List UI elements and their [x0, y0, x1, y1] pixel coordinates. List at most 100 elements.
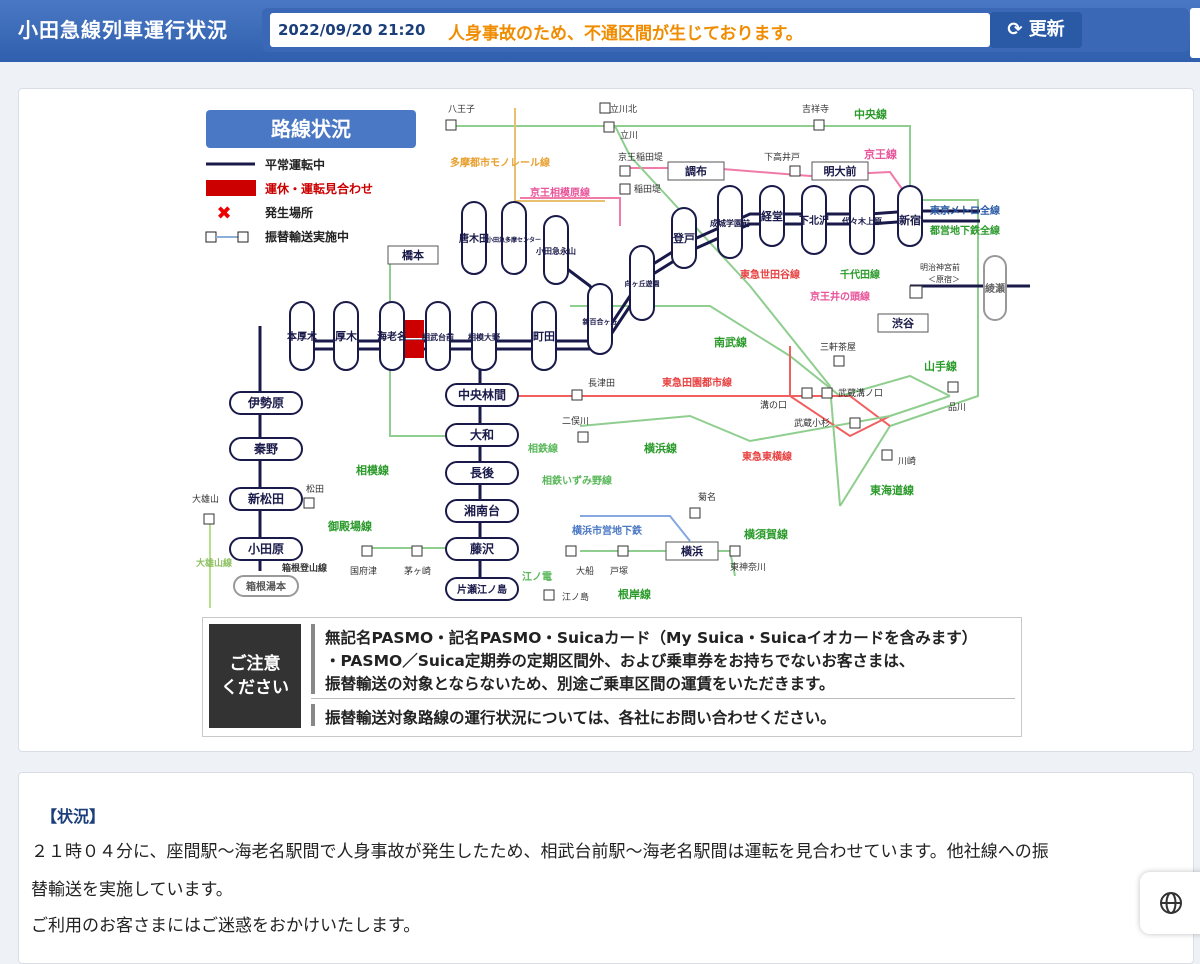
ticker-message: 人身事故のため、不通区間が生じております。 — [448, 24, 803, 44]
svg-text:山手線: 山手線 — [924, 359, 957, 373]
station-shinjuku: 新宿 — [897, 185, 923, 247]
svg-text:海老名: 海老名 — [377, 330, 407, 343]
svg-text:代々木上原: 代々木上原 — [841, 216, 882, 226]
svg-text:厚木: 厚木 — [335, 329, 358, 343]
svg-text:稲田堤: 稲田堤 — [634, 183, 661, 195]
svg-text:相模線: 相模線 — [356, 463, 389, 477]
station-meidaimae: 明大前 — [811, 161, 869, 181]
svg-text:秦野: 秦野 — [253, 441, 278, 456]
svg-text:片瀬江ノ島: 片瀬江ノ島 — [457, 583, 507, 596]
refresh-icon: ⟳ — [1007, 19, 1023, 40]
station-shimokitazawa: 下北沢 — [799, 185, 830, 255]
svg-text:多摩都市モノレール線: 多摩都市モノレール線 — [450, 156, 550, 169]
legend-suspended: 運休・運転見合わせ — [265, 181, 373, 196]
svg-text:調布: 調布 — [685, 164, 707, 178]
station-shin-matsuda: 新松田 — [229, 487, 303, 511]
station-kyodo: 経堂 — [759, 185, 785, 247]
svg-text:相鉄線: 相鉄線 — [528, 442, 558, 455]
svg-text:横須賀線: 横須賀線 — [744, 527, 788, 541]
station-hakone-yumoto: 箱根湯本 — [233, 575, 299, 597]
notice-line-2: ・PASMO／Suica定期券の定期区間外、および乗車券をお持ちでないお客さまは… — [325, 652, 915, 670]
station-pills: 新宿 代々木上原 下北沢 経堂 成城学園前 登戸 向ヶ丘遊園 新百合ヶ丘 小田急… — [287, 185, 1007, 371]
toyoko-path — [789, 346, 891, 438]
notice-bar — [311, 704, 315, 726]
yokohama-line-path — [570, 305, 951, 398]
incident-icon: ✖ — [216, 203, 231, 224]
svg-text:東急世田谷線: 東急世田谷線 — [740, 268, 800, 281]
svg-text:中央林間: 中央林間 — [458, 387, 506, 402]
svg-text:東京メトロ全線: 東京メトロ全線 — [930, 204, 1000, 217]
subway-path — [580, 515, 691, 542]
svg-text:品川: 品川 — [948, 402, 966, 413]
station-hashimoto: 橋本 — [387, 245, 439, 265]
svg-text:三軒茶屋: 三軒茶屋 — [820, 341, 856, 353]
station-noborito: 登戸 — [671, 207, 697, 269]
svg-text:横浜: 横浜 — [681, 544, 703, 558]
notice-badge-line2: ください — [221, 678, 289, 698]
notice-line-4: 振替輸送対象路線の運行状況については、各社にお問い合わせください。 — [325, 709, 836, 727]
suspended-segment-1 — [404, 320, 424, 338]
svg-text:大雄山: 大雄山 — [192, 493, 219, 505]
svg-text:渋谷: 渋谷 — [892, 316, 915, 330]
station-hon-atsugi: 本厚木 — [287, 301, 318, 371]
station-ayase: 綾瀬 — [983, 255, 1007, 321]
station-katase-enoshima: 片瀬江ノ島 — [445, 577, 519, 601]
ticker-timestamp: 2022/09/20 21:20 — [278, 21, 426, 39]
svg-text:京王井の頭線: 京王井の頭線 — [810, 290, 870, 303]
notice-bar — [311, 624, 315, 694]
legend-incident: 発生場所 — [264, 205, 313, 220]
status-text-2: 替輸送を実施しています。 — [31, 880, 233, 900]
legend-suspended-swatch — [206, 180, 256, 196]
svg-text:京王相模原線: 京王相模原線 — [530, 186, 590, 199]
svg-text:吉祥寺: 吉祥寺 — [802, 103, 829, 115]
station-ebina: 海老名 — [377, 301, 407, 371]
svg-text:成城学園前: 成城学園前 — [710, 218, 750, 228]
station-chuo-rinkan: 中央林間 — [445, 383, 519, 407]
notice-badge: ご注意ください — [209, 624, 301, 728]
svg-text:東海道線: 東海道線 — [870, 483, 914, 497]
svg-text:東急東横線: 東急東横線 — [742, 450, 792, 463]
svg-text:東急田園都市線: 東急田園都市線 — [662, 376, 732, 389]
svg-text:千代田線: 千代田線 — [840, 268, 880, 281]
station-hadano: 秦野 — [229, 437, 303, 461]
legend-normal: 平常運転中 — [265, 157, 325, 172]
svg-text:菊名: 菊名 — [698, 491, 716, 503]
svg-text:相武台前: 相武台前 — [422, 332, 454, 342]
svg-text:相模大野: 相模大野 — [468, 332, 500, 342]
svg-text:小田急多摩センター: 小田急多摩センター — [486, 236, 541, 244]
svg-text:根岸線: 根岸線 — [618, 587, 651, 601]
station-sobudaimae: 相武台前 — [422, 301, 454, 371]
transfer-stations: 橋本 調布 明大前 渋谷 横浜 — [387, 161, 929, 561]
legend-transfer-box-a — [205, 231, 217, 243]
station-isehara: 伊勢原 — [229, 391, 303, 415]
station-atsugi: 厚木 — [333, 301, 359, 371]
notice-box: ご注意ください 無記名PASMO・記名PASMO・Suicaカード（My Sui… — [202, 617, 1022, 737]
station-pills-h: 伊勢原 秦野 新松田 小田原 箱根湯本 中央林間 大和 長後 湘南台 藤沢 片瀬… — [229, 383, 519, 601]
svg-text:都営地下鉄全線: 都営地下鉄全線 — [929, 224, 1000, 237]
svg-text:横浜市営地下鉄: 横浜市営地下鉄 — [572, 524, 642, 537]
svg-text:南武線: 南武線 — [714, 335, 747, 349]
svg-text:武蔵小杉: 武蔵小杉 — [794, 417, 830, 429]
refresh-button[interactable]: ⟳ 更新 — [990, 12, 1082, 48]
svg-text:明治神宮前: 明治神宮前 — [920, 262, 960, 272]
station-odawara: 小田原 — [229, 537, 303, 561]
svg-text:新百合ヶ丘: 新百合ヶ丘 — [583, 317, 618, 326]
station-machida: 町田 — [531, 301, 557, 371]
page-title: 小田急線列車運行状況 — [18, 18, 228, 42]
ticker-message-box: 2022/09/20 21:20 人身事故のため、不通区間が生じております。 — [270, 13, 990, 47]
svg-text:小田原: 小田原 — [248, 541, 284, 556]
small-stations: 八王子 立川北 立川 吉祥寺 京王稲田堤 稲田堤 下高井戸 明治神宮前 ＜原宿＞… — [192, 102, 966, 603]
svg-text:長津田: 長津田 — [588, 378, 615, 389]
status-text-3: ご利用のお客さまにはご迷惑をおかけいたします。 — [31, 916, 421, 936]
monorail-path — [514, 108, 605, 202]
svg-text:向ヶ丘遊園: 向ヶ丘遊園 — [625, 279, 660, 288]
language-button[interactable] — [1140, 872, 1200, 934]
svg-text:新宿: 新宿 — [899, 213, 921, 227]
station-chogo: 長後 — [445, 461, 519, 485]
svg-text:橋本: 橋本 — [402, 248, 424, 262]
station-shinyuri: 新百合ヶ丘 — [583, 283, 618, 355]
svg-text:江ノ島: 江ノ島 — [562, 591, 589, 603]
svg-text:伊勢原: 伊勢原 — [247, 395, 284, 410]
svg-text:町田: 町田 — [533, 330, 555, 343]
station-shonandai: 湘南台 — [445, 499, 519, 523]
